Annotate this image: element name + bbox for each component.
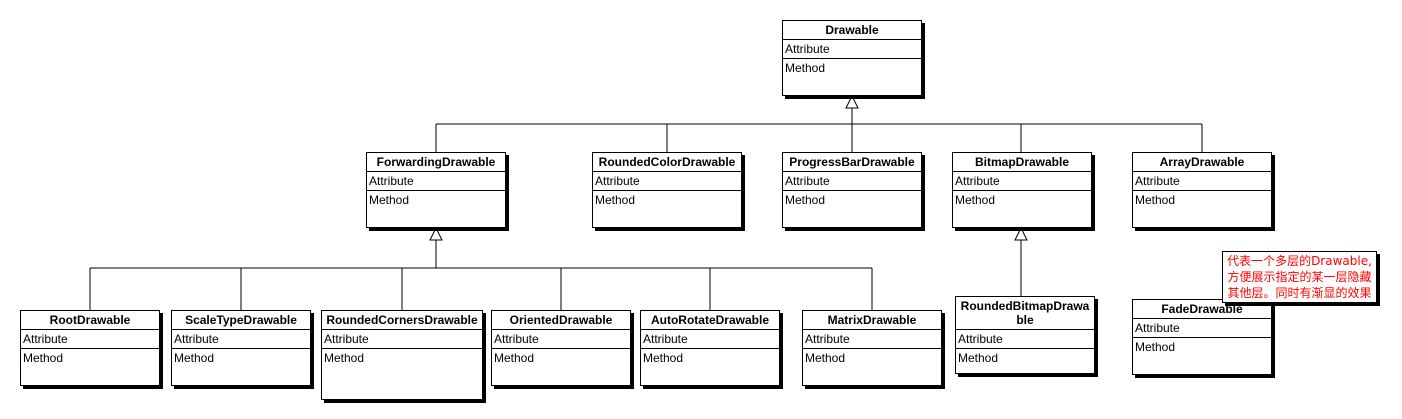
class-attribute: Attribute <box>1133 172 1271 191</box>
class-drawable: Drawable Attribute Method <box>782 20 922 96</box>
class-forwarding-drawable: ForwardingDrawable Attribute Method <box>366 152 506 228</box>
class-attribute: Attribute <box>641 330 779 349</box>
class-attribute: Attribute <box>1133 319 1271 338</box>
class-name: OrientedDrawable <box>492 311 630 330</box>
edge-tree-bitmap <box>1014 226 1028 296</box>
class-oriented-drawable: OrientedDrawable Attribute Method <box>491 310 631 386</box>
class-method: Method <box>955 193 996 207</box>
class-method: Method <box>785 61 826 75</box>
class-rounded-corners-drawable: RoundedCornersDrawable Attribute Method <box>321 310 483 400</box>
class-method: Method <box>174 351 215 365</box>
class-attribute: Attribute <box>783 40 921 59</box>
class-method: Method <box>595 193 636 207</box>
class-name: Drawable <box>783 21 921 40</box>
class-attribute: Attribute <box>593 172 741 191</box>
class-method: Method <box>785 193 826 207</box>
class-method: Method <box>1135 193 1176 207</box>
class-method: Method <box>643 351 684 365</box>
class-method: Method <box>958 351 999 365</box>
fade-drawable-note: 代表一个多层的Drawable, 方便展示指定的某一层隐藏 其他层。同时有渐显的… <box>1222 251 1377 303</box>
class-method: Method <box>369 193 410 207</box>
class-name: RoundedBitmapDrawable <box>956 297 1094 330</box>
class-bitmap-drawable: BitmapDrawable Attribute Method <box>952 152 1092 228</box>
class-attribute: Attribute <box>367 172 505 191</box>
class-scale-type-drawable: ScaleTypeDrawable Attribute Method <box>171 310 311 386</box>
note-line: 代表一个多层的Drawable, <box>1227 254 1372 268</box>
edge-tree-forwarding <box>89 226 873 310</box>
note-line: 其他层。同时有渐显的效果 <box>1227 286 1372 300</box>
class-attribute: Attribute <box>21 330 159 349</box>
edge-tree-drawable <box>435 94 1203 152</box>
generalization-arrowhead <box>429 226 443 241</box>
class-name: FadeDrawable <box>1133 300 1271 319</box>
class-name: AutoRotateDrawable <box>641 311 779 330</box>
class-name: RootDrawable <box>21 311 159 330</box>
class-attribute: Attribute <box>956 330 1094 349</box>
class-rounded-color-drawable: RoundedColorDrawable Attribute Method <box>592 152 742 228</box>
class-auto-rotate-drawable: AutoRotateDrawable Attribute Method <box>640 310 780 386</box>
class-matrix-drawable: MatrixDrawable Attribute Method <box>802 310 942 386</box>
class-name: ArrayDrawable <box>1133 153 1271 172</box>
class-name: ProgressBarDrawable <box>783 153 921 172</box>
class-method: Method <box>805 351 846 365</box>
generalization-arrowhead <box>845 94 859 109</box>
class-method: Method <box>324 351 365 365</box>
class-name: ForwardingDrawable <box>367 153 505 172</box>
class-attribute: Attribute <box>492 330 630 349</box>
generalization-arrowhead <box>1014 226 1028 241</box>
class-name: MatrixDrawable <box>803 311 941 330</box>
class-fade-drawable: FadeDrawable Attribute Method <box>1132 299 1272 375</box>
class-name: RoundedCornersDrawable <box>322 311 482 330</box>
class-attribute: Attribute <box>783 172 921 191</box>
class-progress-bar-drawable: ProgressBarDrawable Attribute Method <box>782 152 922 228</box>
class-attribute: Attribute <box>953 172 1091 191</box>
note-line: 方便展示指定的某一层隐藏 <box>1227 270 1372 284</box>
class-name: BitmapDrawable <box>953 153 1091 172</box>
class-name: ScaleTypeDrawable <box>172 311 310 330</box>
class-method: Method <box>494 351 535 365</box>
class-attribute: Attribute <box>322 330 482 349</box>
class-rounded-bitmap-drawable: RoundedBitmapDrawable Attribute Method <box>955 296 1095 374</box>
class-attribute: Attribute <box>172 330 310 349</box>
class-method: Method <box>23 351 64 365</box>
class-name: RoundedColorDrawable <box>593 153 741 172</box>
class-array-drawable: ArrayDrawable Attribute Method <box>1132 152 1272 228</box>
class-method: Method <box>1135 340 1176 354</box>
class-root-drawable: RootDrawable Attribute Method <box>20 310 160 386</box>
class-attribute: Attribute <box>803 330 941 349</box>
